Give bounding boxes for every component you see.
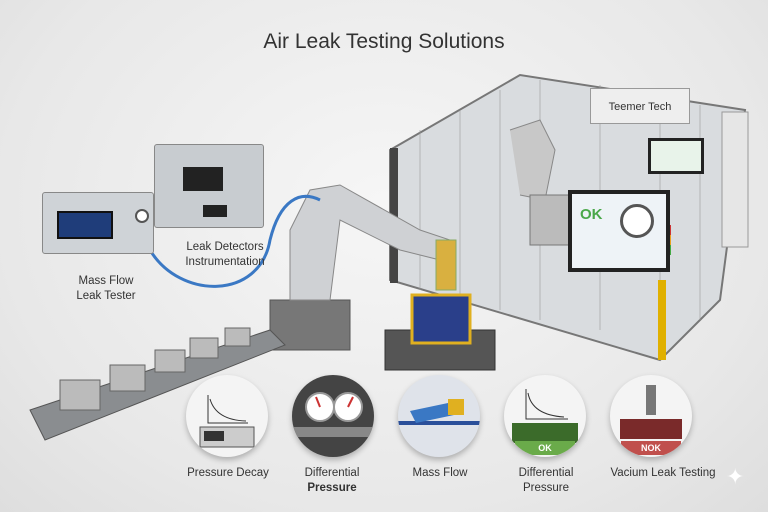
leak-detectors-label: Leak Detectors Instrumentation	[170, 240, 280, 270]
ok-badge: OK	[515, 441, 575, 455]
label-line: Mass Flow	[78, 275, 134, 287]
robot-base	[269, 299, 351, 351]
status-monitor: OK	[568, 190, 670, 272]
brand-sign: Teemer Tech	[590, 88, 690, 124]
device-screen	[183, 167, 223, 191]
label-line: Pressure	[307, 482, 357, 494]
label-line: Leak Detectors	[186, 241, 264, 253]
device-screen	[57, 211, 113, 239]
label-line: Differential	[518, 467, 574, 479]
pressure-decay-icon	[186, 375, 268, 457]
sparkle-icon: ✦	[726, 464, 745, 489]
pressure-gauge-icon	[135, 209, 149, 223]
label-line: Pressure	[522, 482, 570, 494]
mass-flow-tester-device	[42, 192, 154, 254]
label-line: Instrumentation	[185, 256, 265, 268]
label-line: Leak Tester	[76, 290, 136, 302]
label-line: Differential	[304, 467, 360, 479]
start-button	[203, 205, 227, 217]
method-label: Differential Pressure	[280, 466, 384, 496]
gauge-clock-icon	[620, 204, 654, 238]
method-label: Mass Flow	[412, 467, 468, 479]
mass-flow-tester-label: Mass Flow Leak Tester	[56, 274, 156, 304]
method-label: Vacium Leak Testing	[610, 467, 716, 479]
differential-pressure-ok-icon: OK	[504, 375, 586, 457]
page-title: Air Leak Testing Solutions	[263, 30, 505, 53]
status-ok-text: OK	[580, 206, 603, 223]
test-part	[410, 293, 472, 345]
method-label: Pressure Decay	[187, 467, 269, 479]
nok-badge: NOK	[621, 441, 681, 455]
mass-flow-icon	[398, 375, 480, 457]
method-label: Differential Pressure	[494, 466, 598, 496]
leak-detector-device	[154, 144, 264, 228]
differential-pressure-gauges-icon	[292, 375, 374, 457]
vacuum-leak-nok-icon: NOK	[610, 375, 692, 457]
